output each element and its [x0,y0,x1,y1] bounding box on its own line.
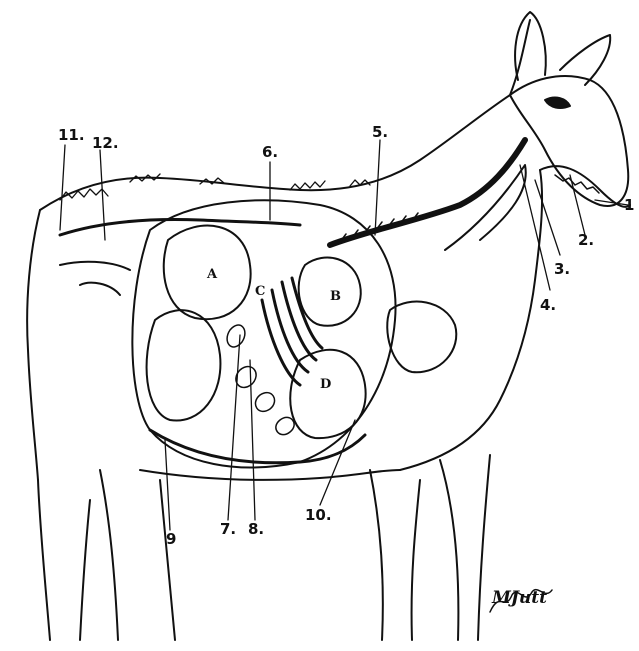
organ-letter-a: A [207,268,217,281]
back-outline [40,20,530,210]
label-1: 1 [624,198,634,213]
organ-letter-c: C [255,285,265,298]
wool-back-texture [60,174,370,200]
label-11: 11. [58,128,85,143]
organ-b-folds [262,278,322,385]
front-leg-right [440,455,490,640]
leader-9 [165,440,170,530]
ear-right [560,35,610,85]
artist-signature: MJutt [492,588,547,608]
belly-outline [140,470,400,480]
label-9: 9 [166,532,176,547]
rump-outline [27,210,40,480]
rectum [60,262,130,295]
label-6: 6. [262,145,278,160]
leader-10 [320,420,355,505]
label-10: 10. [305,508,332,523]
organ-a-lower [147,310,221,420]
lower-belly-organs [150,430,365,463]
leader-7 [228,335,240,520]
label-2: 2. [578,233,594,248]
organ-d-abomasum [290,350,365,438]
label-4: 4. [540,298,556,313]
liver-lobe [387,302,456,373]
leader-4 [520,165,550,290]
leader-11 [60,145,65,230]
leader-5 [375,140,380,235]
label-3: 3. [554,262,570,277]
abdominal-cavity [132,200,395,467]
label-12: 12. [92,136,119,151]
hind-leg-right [100,470,175,640]
front-leg-left [370,470,420,640]
hind-leg-left [38,480,90,640]
label-8: 8. [248,522,264,537]
eye [545,98,570,108]
organ-letter-b: B [330,290,341,303]
organ-letter-d: D [320,378,331,391]
label-7: 7. [220,522,236,537]
label-5: 5. [372,125,388,140]
